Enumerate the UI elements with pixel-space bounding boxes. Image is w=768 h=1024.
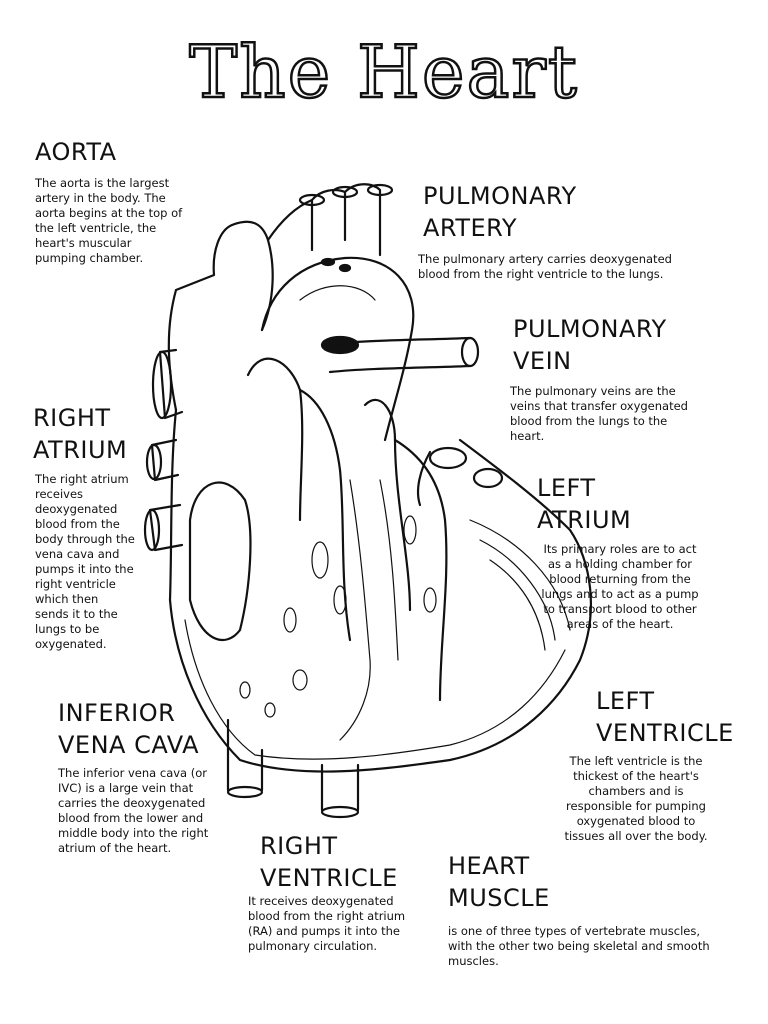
left-ventricle-heading-1: LEFT bbox=[596, 687, 655, 715]
heart-muscle-heading-2: MUSCLE bbox=[448, 884, 550, 912]
inferior-vena-cava-heading-2: VENA CAVA bbox=[58, 731, 200, 759]
pulmonary-vein-description: The pulmonary veins are the veins that t… bbox=[510, 384, 688, 443]
left-atrium-heading-2: ATRIUM bbox=[537, 506, 632, 534]
right-ventricle-heading-1: RIGHT bbox=[260, 832, 338, 860]
right-atrium-heading-1: RIGHT bbox=[33, 404, 111, 432]
left-atrium-heading-1: LEFT bbox=[537, 474, 596, 502]
aorta-description: The aorta is the largest artery in the b… bbox=[35, 176, 183, 265]
aorta-heading: AORTA bbox=[35, 138, 117, 166]
heart-muscle-description: is one of three types of vertebrate musc… bbox=[448, 924, 710, 968]
inferior-vena-cava-heading-1: INFERIOR bbox=[58, 699, 176, 727]
pulmonary-vein-heading-1: PULMONARY bbox=[513, 315, 667, 343]
right-atrium-heading-2: ATRIUM bbox=[33, 436, 128, 464]
pulmonary-artery-description: The pulmonary artery carries deoxygenate… bbox=[418, 252, 672, 281]
right-atrium-description: The right atrium receives deoxygenated b… bbox=[35, 472, 135, 651]
page-title: The Heart bbox=[188, 29, 579, 116]
right-ventricle-heading-2: VENTRICLE bbox=[260, 864, 398, 892]
pulmonary-artery-heading-2: ARTERY bbox=[423, 214, 517, 242]
inferior-vena-cava-description: The inferior vena cava (or IVC) is a lar… bbox=[58, 766, 209, 855]
left-ventricle-description: The left ventricle is the thickest of th… bbox=[564, 754, 708, 843]
left-atrium-description: Its primary roles are to act as a holdin… bbox=[541, 542, 699, 631]
heart-muscle-heading-1: HEART bbox=[448, 852, 530, 880]
right-ventricle-description: It receives deoxygenated blood from the … bbox=[248, 894, 406, 953]
pulmonary-artery-heading-1: PULMONARY bbox=[423, 182, 577, 210]
pulmonary-vein-heading-2: VEIN bbox=[513, 347, 572, 375]
left-ventricle-heading-2: VENTRICLE bbox=[596, 719, 734, 747]
